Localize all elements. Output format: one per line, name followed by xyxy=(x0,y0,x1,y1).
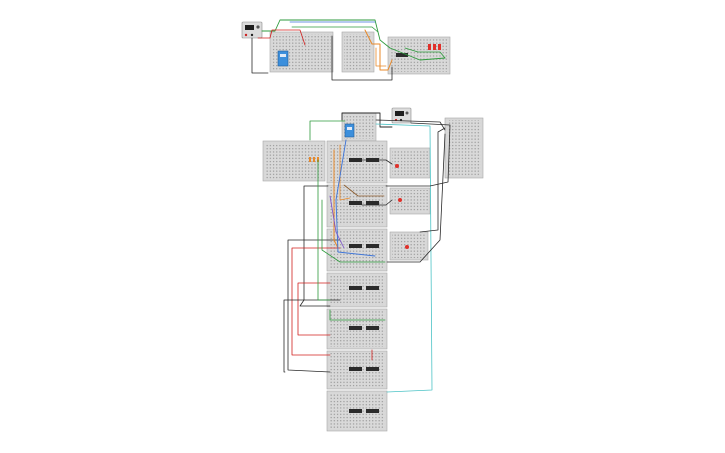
bottom-circuit xyxy=(262,107,484,432)
wire-brown-col xyxy=(343,184,385,197)
wire-green-header xyxy=(309,120,346,141)
wire-black-right-1 xyxy=(385,122,451,187)
breadboard-top-middle xyxy=(341,31,375,73)
wire-orange-col-2 xyxy=(339,144,351,201)
power-supply-icon xyxy=(241,21,263,39)
wire-orange-top xyxy=(364,29,393,71)
wire-green-top xyxy=(261,19,446,61)
breadboard-side-2 xyxy=(389,187,431,215)
wire-black-left-long xyxy=(299,185,331,307)
wire-green-mid xyxy=(329,309,386,321)
wire-red-top xyxy=(257,29,306,46)
wire-green-top-2 xyxy=(291,26,379,33)
wire-red-left xyxy=(291,247,341,356)
wire-orange-top-2 xyxy=(375,47,387,67)
wire-black-far-left xyxy=(283,299,341,373)
ic-chip-icon xyxy=(396,53,408,57)
led-icon xyxy=(398,198,402,202)
led-icon xyxy=(428,44,441,50)
wire-cyan-long xyxy=(375,123,433,393)
breadboard-right-tall xyxy=(444,117,484,179)
wire-green-col xyxy=(317,159,331,301)
top-circuit xyxy=(241,19,451,81)
arduino-board-icon xyxy=(344,123,355,138)
wire-orange-col xyxy=(333,149,339,249)
wire-black-left-2 xyxy=(287,239,341,373)
led-icon xyxy=(405,245,409,249)
led-icon xyxy=(395,164,399,168)
wire-black-right-2 xyxy=(419,127,446,233)
wire-red-left-2 xyxy=(297,282,331,336)
wire-blue-col xyxy=(335,139,376,257)
breadboard-side-1 xyxy=(389,147,431,179)
wire-purple-col xyxy=(329,195,345,249)
wire-black-right-3 xyxy=(386,133,446,263)
wire-black-mid-2 xyxy=(361,199,393,206)
power-supply-icon xyxy=(391,107,412,124)
arduino-board-icon xyxy=(277,50,289,67)
wire-black-main xyxy=(341,112,393,128)
breadboard-side-3 xyxy=(389,231,429,261)
wire-green-col-2 xyxy=(321,199,386,263)
led-icon xyxy=(309,157,319,162)
breadboard-top-left xyxy=(269,31,334,73)
wire-black-top xyxy=(251,37,269,74)
wire-green-right xyxy=(404,47,446,59)
wire-black-mid xyxy=(353,159,393,165)
wire-black-header xyxy=(375,119,446,131)
breadboard-left xyxy=(262,140,326,182)
wire-black-loop xyxy=(331,35,393,81)
